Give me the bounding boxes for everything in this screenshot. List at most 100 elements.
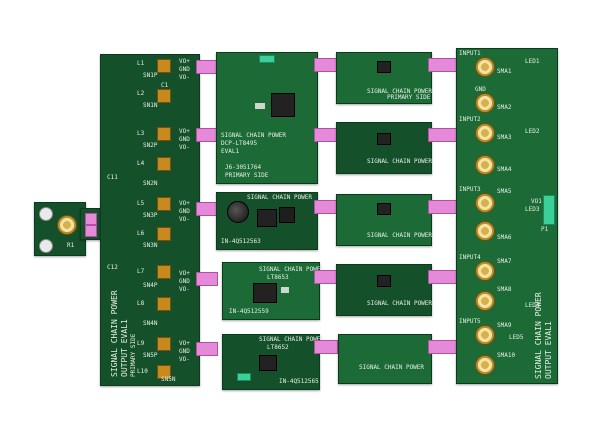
sma-connector — [57, 215, 77, 235]
silk-sma7: SMA7 — [497, 258, 512, 265]
sma-connector — [475, 325, 495, 345]
capacitor — [157, 157, 171, 171]
header-connector — [314, 58, 338, 72]
silk-vo-plus: VO+ — [179, 270, 190, 277]
silk-m2-code: IN-4Q512563 — [221, 238, 261, 245]
silk-sma9: SMA9 — [497, 322, 512, 329]
mounting-hole — [39, 239, 53, 253]
silk-m2-title1: SIGNAL CHAIN POWER — [247, 194, 313, 201]
silk-l3: L3 — [137, 130, 145, 137]
sma-connector — [475, 291, 495, 311]
silk-c11: C11 — [107, 174, 118, 181]
main-output-board: L1 SN1P C1 L2 SN1N VO+ GND VO- L3 SN2P L… — [100, 54, 200, 386]
header-connector — [85, 225, 97, 237]
converter-module-4: SIGNAL CHAIN POWER LT8652 IN-4Q512565 — [222, 334, 324, 390]
silk-vo1: VO1 — [531, 198, 542, 205]
silk-sn5n: SN5N — [161, 376, 176, 383]
silk-led4: LED4 — [525, 302, 540, 309]
sma-connector — [475, 123, 495, 143]
silk-ldo1-side: PRIMARY SIDE — [387, 94, 431, 101]
header-connector — [314, 270, 338, 284]
silk-sma8: SMA8 — [497, 286, 512, 293]
silk-l7: L7 — [137, 268, 145, 275]
silk-sn5p: SN5P — [143, 352, 158, 359]
silk-vo-plus: VO+ — [179, 340, 190, 347]
silk-c12: C12 — [107, 264, 118, 271]
header-connector — [428, 58, 458, 72]
silk-vo-plus: VO+ — [179, 200, 190, 207]
silk-vo-minus: VO- — [179, 356, 190, 363]
ic-chip — [271, 93, 295, 117]
ldo-adaptor-1: SIGNAL CHAIN POWER PRIMARY SIDE — [336, 52, 432, 104]
silk-input5: INPUT5 — [459, 318, 481, 325]
electrolytic-capacitor — [227, 201, 249, 223]
silk-sn2p: SN2P — [143, 142, 158, 149]
pad — [255, 103, 265, 109]
ic-chip — [259, 355, 277, 371]
header-connector — [196, 202, 218, 216]
silk-led5: LED5 — [509, 334, 524, 341]
silk-gnd: GND — [179, 208, 190, 215]
silk-p1: P1 — [541, 226, 549, 233]
silk-ldo1-title: SIGNAL CHAIN POWER — [367, 88, 433, 95]
silk-sma1: SMA1 — [497, 68, 512, 75]
header-connector — [196, 60, 218, 74]
silk-l4: L4 — [137, 160, 145, 167]
header-connector — [314, 340, 338, 354]
ic-chip — [377, 61, 391, 73]
sma-connector — [475, 221, 495, 241]
ic-chip — [257, 209, 277, 227]
silk-r1: R1 — [67, 242, 75, 249]
input-sma-board: INPUT1 SMA1 GND SMA2 LED1 INPUT2 SMA3 SM… — [456, 48, 558, 384]
silk-sn1n: SN1N — [143, 102, 158, 109]
silk-vo-plus: VO+ — [179, 128, 190, 135]
silk-m4-title1: SIGNAL CHAIN POWER — [259, 336, 325, 343]
input-adapter-board: R1 — [34, 202, 86, 256]
test-header — [259, 55, 275, 63]
silk-input1: INPUT1 — [459, 50, 481, 57]
silk-m1-side: PRIMARY SIDE — [225, 172, 269, 179]
silk-right-title1: SIGNAL CHAIN POWER — [534, 292, 543, 379]
silk-gnd: GND — [475, 86, 486, 93]
silk-m1-code: J6-3051764 — [225, 164, 262, 171]
silk-m3-code: IN-4Q512559 — [229, 308, 269, 315]
silk-l10: L10 — [137, 368, 148, 375]
ldo-adaptor-5: SIGNAL CHAIN POWER — [338, 334, 432, 384]
silk-input3: INPUT3 — [459, 186, 481, 193]
silk-gnd: GND — [179, 66, 190, 73]
silk-led1: LED1 — [525, 58, 540, 65]
silk-l2: L2 — [137, 90, 145, 97]
silk-sma3: SMA3 — [497, 134, 512, 141]
silk-vo-minus: VO- — [179, 74, 190, 81]
silk-l1: L1 — [137, 60, 145, 67]
sma-connector — [475, 355, 495, 375]
silk-input2: INPUT2 — [459, 116, 481, 123]
silk-sn1p: SN1P — [143, 72, 158, 79]
silk-sn3p: SN3P — [143, 212, 158, 219]
header-connector — [196, 342, 218, 356]
capacitor — [157, 227, 171, 241]
ic-chip — [377, 275, 391, 287]
silk-ldo5-title: SIGNAL CHAIN POWER — [359, 364, 425, 371]
silk-m4-code: IN-4Q512565 — [279, 378, 319, 385]
silk-m1-title3: EVAL1 — [221, 148, 240, 155]
silk-gnd: GND — [179, 348, 190, 355]
ic-chip — [253, 283, 277, 303]
silk-c1: C1 — [161, 82, 169, 89]
silk-ldo4-title: SIGNAL CHAIN POWER — [367, 300, 433, 307]
silk-vo-minus: VO- — [179, 286, 190, 293]
capacitor — [157, 365, 171, 379]
silk-main-title1: SIGNAL CHAIN POWER — [110, 290, 119, 377]
silk-ldo3-title: SIGNAL CHAIN POWER — [367, 232, 433, 239]
converter-module-1: SIGNAL CHAIN POWER DCP-LT8495 EVAL1 J6-3… — [216, 52, 318, 184]
inductor — [279, 207, 295, 223]
silk-vo-plus: VO+ — [179, 58, 190, 65]
silk-gnd: GND — [179, 136, 190, 143]
silk-gnd: GND — [179, 278, 190, 285]
silk-main-title3: PRIMARY SIDE — [130, 333, 137, 377]
header-connector — [85, 213, 97, 225]
ic-chip — [377, 203, 391, 215]
silk-led3: LED3 — [525, 206, 540, 213]
silk-l5: L5 — [137, 200, 145, 207]
